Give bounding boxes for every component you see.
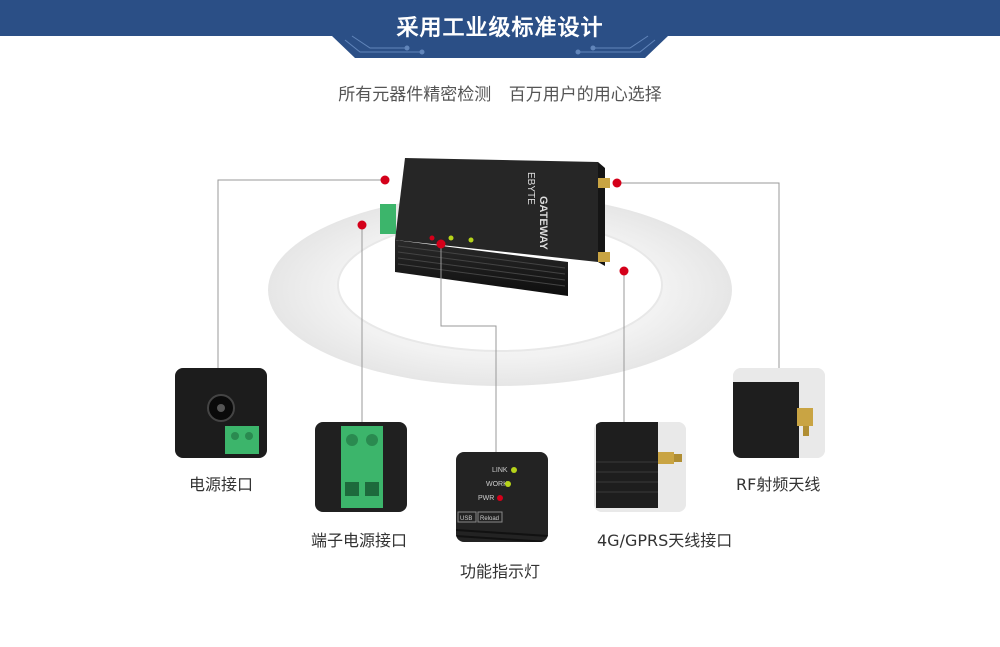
thumb-rf-antenna [733, 368, 825, 458]
label-power-port: 电源接口 [189, 475, 254, 494]
subtitle-right: 百万用户的用心选择 [508, 85, 662, 105]
page-title: 采用工业级标准设计 [396, 16, 604, 41]
page-subtitle: 所有元器件精密检测 百万用户的用心选择 [0, 80, 1000, 105]
subtitle-left: 所有元器件精密检测 [338, 85, 492, 105]
thumb-terminal-power [315, 422, 407, 512]
callout-markers [357, 175, 629, 276]
title-tab [332, 0, 668, 58]
led-label-work: WORK [486, 481, 508, 488]
gateway-device: EBYTE GATEWAY [380, 158, 610, 296]
label-rf-antenna: RF射频天线 [736, 475, 821, 494]
button-label-usb: USB [460, 516, 472, 522]
led-label-link: LINK [492, 467, 508, 474]
button-label-reload: Reload [480, 516, 499, 522]
thumb-4g-antenna [594, 422, 686, 512]
label-4g-antenna: 4G/GPRS天线接口 [597, 531, 733, 550]
label-indicator-lights: 功能指示灯 [460, 562, 541, 581]
label-terminal-power: 端子电源接口 [311, 531, 408, 550]
thumb-power-port [175, 368, 267, 458]
device-brand: EBYTE [525, 172, 536, 205]
thumb-indicator-lights: LINK WORK PWR USB Reload [456, 452, 548, 542]
callout-lines [217, 179, 780, 452]
device-name: GATEWAY [537, 196, 549, 250]
led-label-pwr: PWR [478, 495, 494, 502]
